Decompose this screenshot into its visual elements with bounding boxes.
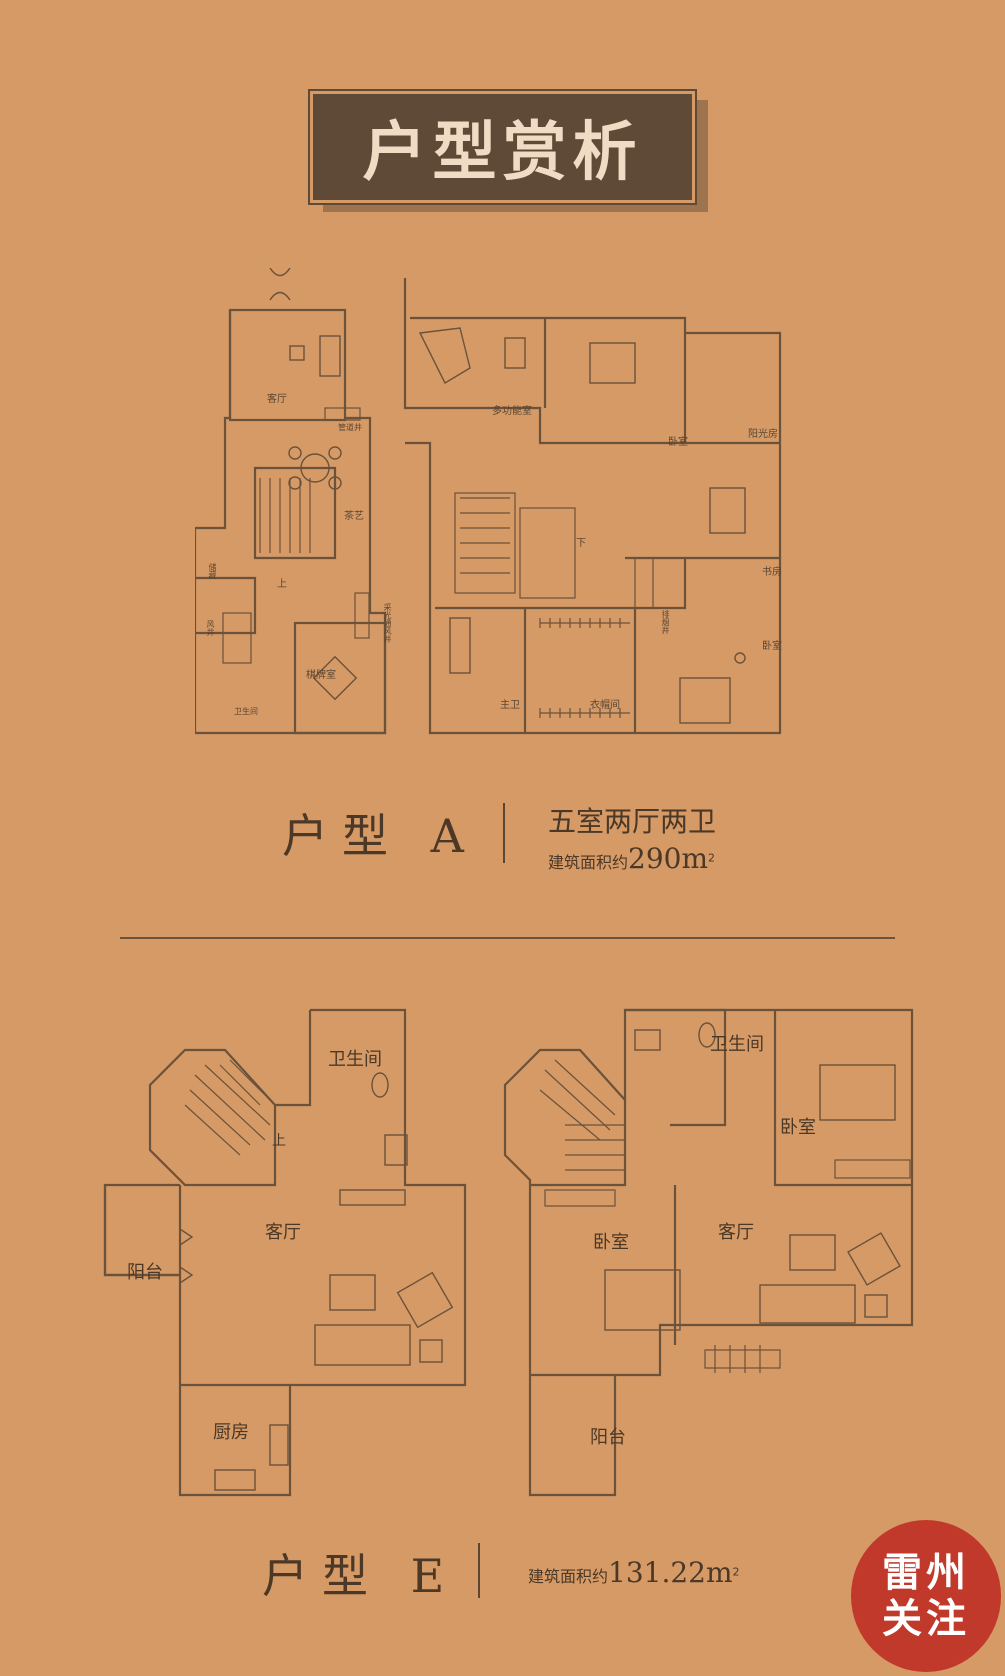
plan-e-right-drawing [485,1005,920,1505]
plan-a-multi-label: 多功能室 [492,406,532,417]
plan-a-smoke-label: 排烟井 [661,610,670,634]
plan-a-area-prefix: 建筑面积约 [548,853,629,872]
plan-a-drawing [195,268,825,768]
plan-a-light-well-label: 采光通风井 [383,603,392,643]
plan-e-up-label: 上 [272,1133,286,1149]
logo-line2: 关注 [882,1596,970,1642]
plan-e-bedroom-l-label: 卧室 [593,1232,629,1253]
plan-e-balcony2-label: 阳台 [590,1427,626,1448]
plan-e-divider-bar [478,1543,480,1598]
plan-a-details: 五室两厅两卫 建筑面积约290m2 [548,800,716,875]
plan-a-study-label: 书房 [762,567,782,578]
plan-a-living-label: 客厅 [267,394,287,405]
plan-a-bedroom2-label: 卧室 [762,641,782,652]
plan-a-wc-label: 卫生间 [234,707,258,716]
plan-e-caption: 户型 E [262,1540,458,1606]
plan-e-area-value: 131.22m [608,1556,733,1589]
plan-a-caption: 户型 A [282,800,478,866]
plan-e-living1-label: 客厅 [265,1222,301,1243]
plan-e-bath1-label: 卫生间 [328,1049,382,1070]
plan-e-left-drawing [100,1005,475,1505]
brand-logo: 雷州 关注 [851,1520,1001,1672]
plan-e-area-sup: 2 [732,1565,740,1579]
plan-a-area: 建筑面积约290m2 [548,842,716,875]
title-banner: 户型赏析 [308,89,697,205]
plan-e-type-label: 户型 E [262,1549,459,1603]
plan-a-master-bath-label: 主卫 [500,700,520,711]
plan-a-area-value: 290m [628,842,709,875]
plan-a-chess-label: 棋牌室 [306,670,336,681]
plan-a-pipe-label: 管道井 [338,423,362,432]
plan-a-area-sup: 2 [708,851,716,865]
plan-a-type-label: 户型 A [282,809,478,863]
plan-e-balcony1-label: 阳台 [127,1262,163,1283]
plan-a-up-label: 上 [277,579,287,590]
plan-e-area-prefix: 建筑面积约 [528,1567,609,1586]
plan-a-closet-label: 衣帽间 [590,700,620,711]
page-title: 户型赏析 [362,116,643,190]
plan-a-down-label: 下 [576,538,586,549]
plan-a-bedroom1-label: 卧室 [668,437,688,448]
plan-e-area: 建筑面积约131.22m2 [528,1556,740,1589]
plan-e-bath2-label: 卫生间 [710,1034,764,1055]
plan-e-kitchen-label: 厨房 [213,1422,249,1443]
logo-line1: 雷州 [882,1550,970,1596]
plan-a-storage-label: 储藏 [208,563,217,579]
plan-a-shaft-label: 风井 [206,620,215,636]
plan-a-divider-bar [503,803,505,863]
plan-e-living2-label: 客厅 [718,1222,754,1243]
plan-a-tea-label: 茶艺 [344,511,364,522]
section-divider [120,937,895,939]
plan-a-sunroom-label: 阳光房 [748,429,778,440]
plan-e-bedroom-r-label: 卧室 [780,1117,816,1138]
plan-a-rooms-desc: 五室两厅两卫 [548,805,717,838]
